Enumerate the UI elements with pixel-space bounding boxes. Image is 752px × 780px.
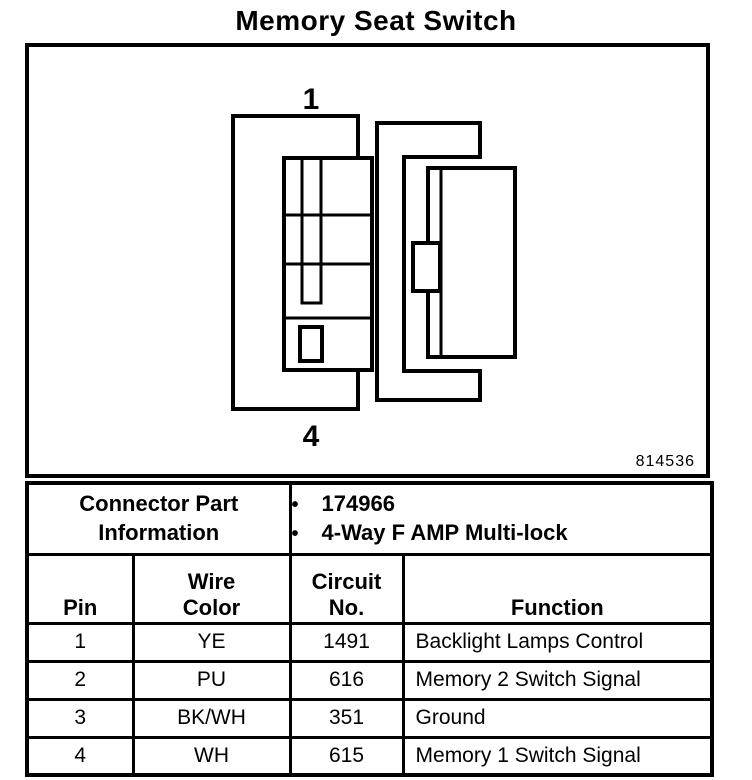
cavity-dividers: [284, 213, 372, 320]
diagram-frame: 1 4 814536: [25, 43, 710, 478]
wire-color-cell: BK/WH: [131, 697, 292, 739]
col-header-pin: Pin: [25, 552, 135, 625]
table-row: 1 YE 1491 Backlight Lamps Control: [25, 621, 714, 663]
pin-cell: 2: [25, 659, 135, 701]
col-header-function: Function: [401, 552, 714, 625]
connector-info-values: • 174966 • 4-Way F AMP Multi-lock: [288, 481, 714, 556]
pin-1-label: 1: [303, 83, 320, 116]
table-header-row: Pin Wire Color Circuit No. Function: [25, 552, 714, 625]
latch-tab: [411, 241, 442, 293]
col-header-circuit-no: Circuit No.: [288, 552, 405, 625]
pin-4-label: 4: [303, 420, 320, 453]
connector-type: • 4-Way F AMP Multi-lock: [291, 520, 709, 546]
right-bracket: [375, 121, 482, 402]
figure-number: 814536: [635, 453, 695, 470]
pin-cell: 3: [25, 697, 135, 739]
connector-part-number: • 174966: [291, 491, 709, 517]
wire-color-cell: WH: [131, 735, 292, 777]
function-cell: Memory 1 Switch Signal: [401, 735, 714, 777]
page-title: Memory Seat Switch: [235, 5, 517, 36]
wire-color-cell: YE: [131, 621, 292, 663]
pinout-table: Connector Part Information • 174966 • 4-Wa…: [25, 481, 715, 777]
circuit-no-cell: 616: [288, 659, 405, 701]
function-cell: Memory 2 Switch Signal: [401, 659, 714, 701]
table-row: 4 WH 615 Memory 1 Switch Signal: [25, 735, 714, 777]
connector-diagram: 1 4: [231, 83, 517, 453]
lock-slot: [300, 156, 323, 305]
connector-info-row: Connector Part Information • 174966 • 4-Wa…: [25, 481, 714, 556]
connector-info-label: Connector Part Information: [25, 481, 292, 556]
connector-type-text: 4-Way F AMP Multi-lock: [321, 520, 568, 546]
terminal-window: [298, 325, 324, 363]
col-header-wire-color: Wire Color: [131, 552, 292, 625]
table-row: 2 PU 616 Memory 2 Switch Signal: [25, 659, 714, 701]
function-cell: Backlight Lamps Control: [401, 621, 714, 663]
part-number-text: 174966: [321, 491, 395, 517]
table-row: 3 BK/WH 351 Ground: [25, 697, 714, 739]
pin-cell: 1: [25, 621, 135, 663]
circuit-no-cell: 1491: [288, 621, 405, 663]
pin-cell: 4: [25, 735, 135, 777]
bullet-icon: •: [291, 494, 299, 517]
circuit-no-cell: 351: [288, 697, 405, 739]
wire-color-cell: PU: [131, 659, 292, 701]
bullet-icon: •: [291, 523, 299, 546]
circuit-no-cell: 615: [288, 735, 405, 777]
function-cell: Ground: [401, 697, 714, 739]
